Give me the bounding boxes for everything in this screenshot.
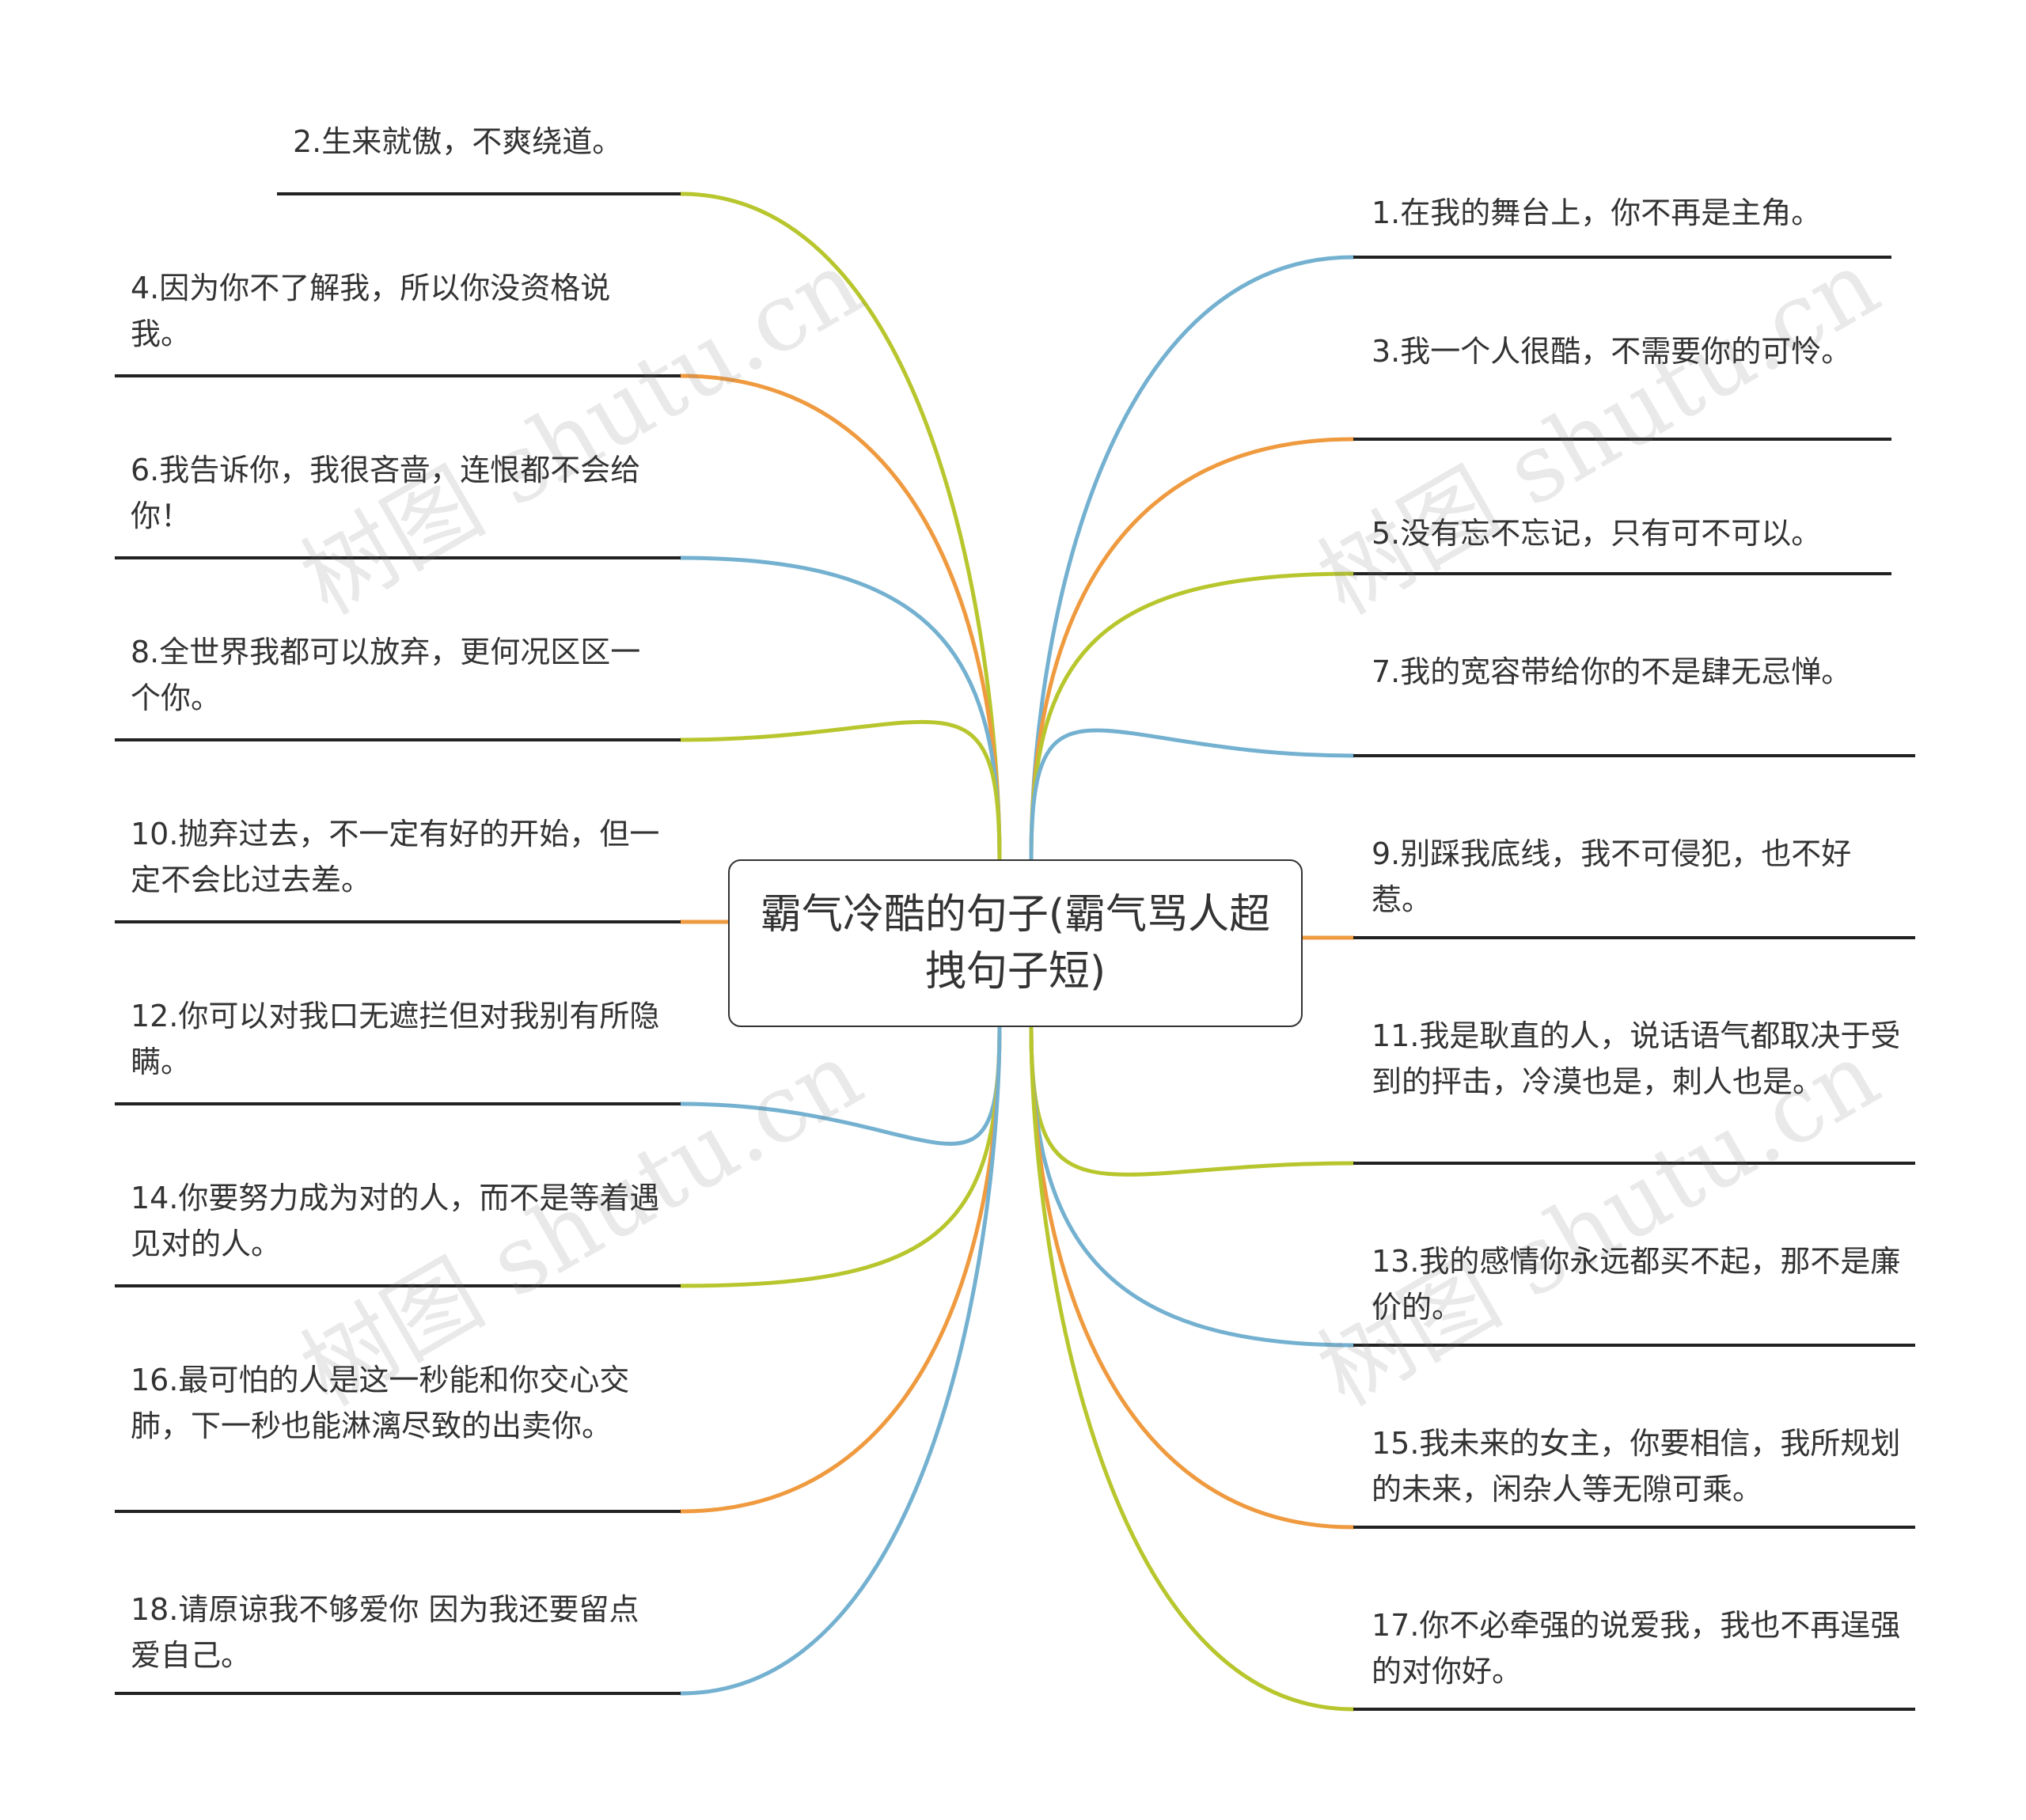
right-branch-node-6[interactable]: 11.我是耿直的人，说话语气都取决于受到的抨击，冷漠也是，刺人也是。 (1372, 1013, 1910, 1105)
right-branch-connector-7 (1029, 1025, 1356, 1348)
left-branch-node-6[interactable]: 12.你可以对我口无遮拦但对我别有所隐瞒。 (131, 993, 669, 1085)
left-branch-connector-3 (678, 555, 1002, 862)
right-branch-connector-4 (1029, 728, 1356, 862)
left-branch-connector-8 (678, 1025, 1002, 1514)
right-branch-label: 13.我的感情你永远都买不起，那不是廉价的。 (1372, 1244, 1901, 1325)
right-branch-label: 9.别踩我底线，我不可侵犯，也不好惹。 (1372, 836, 1852, 917)
right-branch-label: 7.我的宽容带给你的不是肆无忌惮。 (1372, 654, 1852, 689)
right-branch-label: 5.没有忘不忘记，只有可不可以。 (1372, 516, 1822, 551)
right-branch-connector-1 (1029, 255, 1356, 862)
left-branch-connector-1 (678, 191, 1002, 862)
left-branch-label: 8.全世界我都可以放弃，更何况区区一个你。 (131, 635, 641, 715)
right-branch-label: 17.你不必牵强的说爱我，我也不再逞强的对你好。 (1372, 1608, 1901, 1689)
right-branch-label: 3.我一个人很酷，不需要你的可怜。 (1372, 334, 1852, 369)
left-branch-connector-4 (678, 719, 1002, 862)
right-branch-connector-6 (1029, 1025, 1356, 1177)
right-branch-connector-3 (1029, 571, 1356, 862)
left-branch-node-3[interactable]: 6.我告诉你，我很吝啬，连恨都不会给你！ (131, 447, 669, 539)
right-branch-node-5[interactable]: 9.别踩我底线，我不可侵犯，也不好惹。 (1372, 831, 1910, 923)
right-branch-node-1[interactable]: 1.在我的舞台上，你不再是主角。 (1372, 190, 1894, 236)
left-branch-label: 4.因为你不了解我，所以你没资格说我。 (131, 271, 611, 351)
right-branch-node-8[interactable]: 15.我未来的女主，你要相信，我所规划的未来，闲杂人等无隙可乘。 (1372, 1420, 1910, 1512)
central-topic-node[interactable]: 霸气冷酷的句子(霸气骂人超拽句子短) (728, 859, 1303, 1027)
right-branch-connector-2 (1029, 437, 1356, 862)
right-branch-connector-8 (1029, 1025, 1356, 1530)
left-branch-node-8[interactable]: 16.最可怕的人是这一秒能和你交心交肺，下一秒也能淋漓尽致的出卖你。 (131, 1357, 669, 1449)
left-branch-connector-6 (678, 1025, 1002, 1146)
left-branch-label: 14.你要努力成为对的人，而不是等着遇见对的人。 (131, 1181, 660, 1261)
left-branch-label: 12.你可以对我口无遮拦但对我别有所隐瞒。 (131, 999, 660, 1079)
right-branch-label: 15.我未来的女主，你要相信，我所规划的未来，闲杂人等无隙可乘。 (1372, 1426, 1901, 1507)
left-branch-label: 2.生来就傲，不爽绕道。 (293, 124, 623, 159)
right-branch-node-9[interactable]: 17.你不必牵强的说爱我，我也不再逞强的对你好。 (1372, 1602, 1910, 1694)
right-branch-label: 11.我是耿直的人，说话语气都取决于受到的抨击，冷漠也是，刺人也是。 (1372, 1018, 1901, 1099)
left-branch-connector-2 (678, 373, 1002, 862)
right-branch-node-7[interactable]: 13.我的感情你永远都买不起，那不是廉价的。 (1372, 1238, 1910, 1330)
left-branch-node-7[interactable]: 14.你要努力成为对的人，而不是等着遇见对的人。 (131, 1175, 669, 1267)
left-branch-node-1[interactable]: 2.生来就傲，不爽绕道。 (293, 119, 704, 165)
left-branch-node-2[interactable]: 4.因为你不了解我，所以你没资格说我。 (131, 265, 669, 357)
right-branch-node-4[interactable]: 7.我的宽容带给你的不是肆无忌惮。 (1372, 649, 1910, 695)
right-branch-label: 1.在我的舞台上，你不再是主角。 (1372, 195, 1822, 230)
left-branch-label: 18.请原谅我不够爱你 因为我还要留点爱自己。 (131, 1592, 639, 1673)
left-branch-node-9[interactable]: 18.请原谅我不够爱你 因为我还要留点爱自己。 (131, 1587, 669, 1678)
central-topic-label: 霸气冷酷的句子(霸气骂人超拽句子短) (760, 891, 1271, 995)
left-branch-label: 6.我告诉你，我很吝啬，连恨都不会给你！ (131, 453, 641, 533)
left-branch-connector-7 (678, 1025, 1002, 1288)
left-branch-node-4[interactable]: 8.全世界我都可以放弃，更何况区区一个你。 (131, 629, 669, 721)
right-branch-connector-9 (1029, 1025, 1356, 1712)
left-branch-label: 16.最可怕的人是这一秒能和你交心交肺，下一秒也能淋漓尽致的出卖你。 (131, 1363, 630, 1443)
left-branch-label: 10.抛弃过去，不一定有好的开始，但一定不会比过去差。 (131, 817, 660, 897)
right-branch-node-2[interactable]: 3.我一个人很酷，不需要你的可怜。 (1372, 328, 1894, 374)
right-branch-node-3[interactable]: 5.没有忘不忘记，只有可不可以。 (1372, 510, 1894, 556)
left-branch-node-5[interactable]: 10.抛弃过去，不一定有好的开始，但一定不会比过去差。 (131, 811, 669, 903)
left-branch-connector-9 (678, 1025, 1002, 1696)
